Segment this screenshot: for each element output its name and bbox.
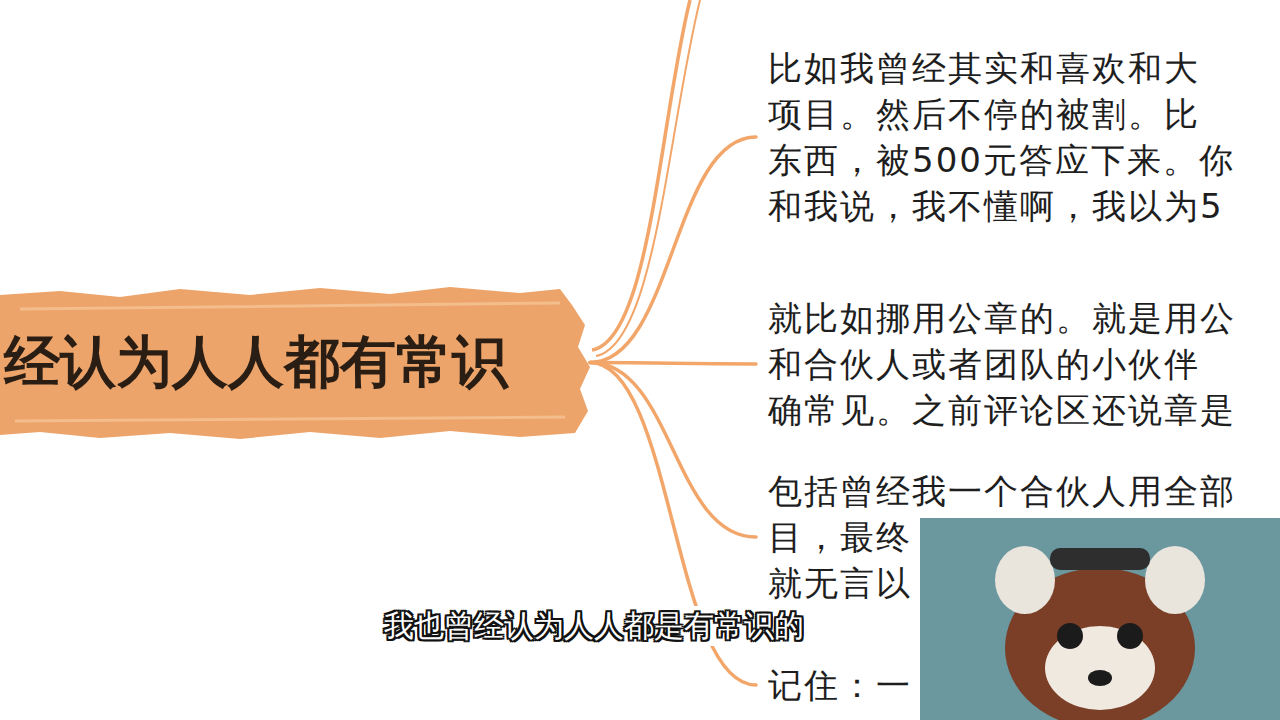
- branch-text: 包括曾经我一个合伙人用全部 目，最终 就无言以: [756, 468, 1276, 606]
- branch-text: 记住：一: [756, 662, 1276, 708]
- branch-line: [596, 0, 700, 356]
- branch-connector: [590, 363, 756, 538]
- video-overlay: [920, 518, 1280, 720]
- branch-note: 就比如挪用公章的。就是用公 和合伙人或者团队的小伙伴 确常见。之前评论区还说章是: [768, 295, 1264, 433]
- panda-eye: [1057, 623, 1083, 649]
- topic-band: 经认为人人都有常识: [0, 285, 590, 440]
- panda-eye: [1117, 623, 1143, 649]
- topic-title: 经认为人人都有常识: [0, 325, 508, 401]
- panda-ear: [995, 546, 1055, 614]
- branch-text: 比如我曾经其实和喜欢和大 项目。然后不停的被割。比 东西，被500元答应下来。你…: [756, 45, 1276, 229]
- branch-connector: [590, 137, 756, 363]
- branch-text: 就比如挪用公章的。就是用公 和合伙人或者团队的小伙伴 确常见。之前评论区还说章是: [756, 295, 1276, 433]
- band-shape: [0, 287, 590, 439]
- subtitle: 我也曾经认为人人都是有常识的: [380, 606, 808, 646]
- goggles: [1050, 548, 1150, 570]
- branch-line: [592, 0, 690, 350]
- panda-nose: [1088, 670, 1112, 686]
- branch-connector: [590, 363, 756, 365]
- branch-note: 比如我曾经其实和喜欢和大 项目。然后不停的被割。比 东西，被500元答应下来。你…: [768, 45, 1264, 229]
- branch-note: 包括曾经我一个合伙人用全部 目，最终 就无言以: [768, 468, 1264, 606]
- panda-ear: [1145, 546, 1205, 614]
- branch-note: 记住：一: [768, 662, 1264, 708]
